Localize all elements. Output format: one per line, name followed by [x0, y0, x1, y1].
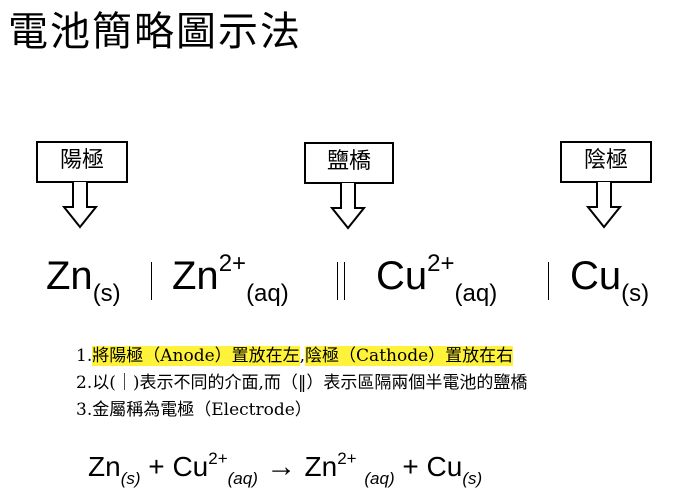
highlighted-text: 將陽極（Anode）置放在左	[92, 346, 300, 366]
eq-plus: +	[140, 451, 173, 482]
species-subscript: (aq)	[246, 280, 289, 307]
species-base: Cu	[570, 254, 622, 298]
species-base: Zn	[172, 254, 219, 298]
species-zn-solid: Zn(s)	[46, 252, 121, 307]
eq-subscript: (aq)	[227, 469, 258, 488]
eq-term: Cu	[426, 451, 463, 482]
species-subscript: (aq)	[454, 280, 498, 307]
eq-subscript: (s)	[462, 469, 483, 488]
note-1: 1.將陽極（Anode）置放在左,陰極（Cathode）置放在右	[76, 343, 527, 370]
down-arrow-icon	[62, 181, 98, 229]
species-base: Cu	[376, 254, 428, 298]
reaction-equation: Zn(s) + Cu2+(aq) → Zn2+ (aq) + Cu(s)	[88, 447, 482, 491]
highlighted-text: 陰極（Cathode）置放在右	[305, 346, 514, 366]
salt-bridge-label-box: 鹽橋	[304, 142, 394, 184]
note-number: 1.	[76, 346, 93, 366]
cathode-label-box: 陰極	[560, 141, 652, 183]
species-superscript: 2+	[427, 250, 455, 277]
eq-superscript: 2+	[208, 449, 228, 468]
eq-superscript: 2+	[337, 449, 357, 468]
species-cu-solid: Cu(s)	[570, 252, 650, 307]
salt-bridge-bar	[337, 262, 338, 300]
interface-bar	[151, 262, 152, 300]
salt-bridge-bar	[344, 262, 345, 300]
eq-plus: +	[394, 451, 427, 482]
eq-subscript: (s)	[120, 469, 141, 488]
anode-label-box: 陽極	[36, 141, 128, 183]
species-base: Zn	[46, 254, 93, 298]
species-zn-ion: Zn2+ (aq)	[172, 250, 289, 307]
note-2: 2.以(｜)表示不同的介面,而（‖）表示區隔兩個半電池的鹽橋	[76, 373, 528, 393]
notes-list: 1.將陽極（Anode）置放在左,陰極（Cathode）置放在右 2.以(｜)表…	[76, 343, 527, 424]
species-superscript: 2+	[218, 250, 247, 277]
note-3: 3.金屬稱為電極（Electrode）	[76, 400, 312, 420]
eq-term: Zn	[304, 451, 338, 482]
species-cu-ion: Cu2+ (aq)	[376, 250, 498, 307]
species-subscript: (s)	[92, 280, 121, 307]
species-subscript: (s)	[621, 280, 650, 307]
eq-term: Cu	[172, 451, 209, 482]
eq-arrow: →	[257, 450, 305, 483]
interface-bar	[548, 262, 549, 300]
eq-term: Zn	[88, 451, 121, 482]
down-arrow-icon	[586, 181, 622, 229]
eq-subscript: (aq)	[364, 469, 395, 488]
note-separator: ,	[299, 346, 306, 366]
cell-notation: Zn(s) Zn2+(aq) Cu2+(aq) Cu(s)	[0, 250, 680, 322]
page-title: 電池簡略圖示法	[8, 9, 302, 55]
down-arrow-icon	[330, 182, 366, 230]
